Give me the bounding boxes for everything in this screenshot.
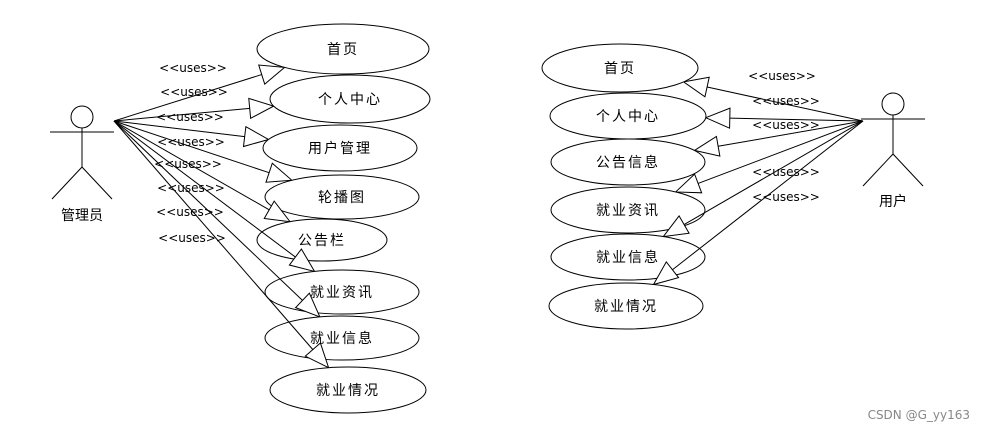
uses-stereotype-label: <<uses>> xyxy=(156,110,224,124)
admin-use-case-8: 就业情况 xyxy=(269,366,427,414)
uses-stereotype-label: <<uses>> xyxy=(748,69,816,83)
arrowhead-icon xyxy=(662,214,690,238)
arrowhead-icon xyxy=(674,173,703,194)
admin-association-1 xyxy=(113,64,286,122)
admin-actor-icon xyxy=(50,105,114,200)
arrowhead-icon xyxy=(693,135,721,157)
uses-stereotype-label: <<uses>> xyxy=(752,94,820,108)
admin-actor-label: 管理员 xyxy=(61,208,103,224)
user-use-case-1: 首页 xyxy=(541,43,699,93)
admin-association-3 xyxy=(113,120,270,148)
arrowhead-icon xyxy=(248,97,275,120)
admin-use-case-3: 用户管理 xyxy=(262,124,418,172)
user-association-1 xyxy=(682,76,864,122)
admin-use-case-2: 个人中心 xyxy=(269,74,431,124)
uses-stereotype-label: <<uses>> xyxy=(160,85,228,99)
use-case-label: 就业信息 xyxy=(596,249,660,266)
user-association-3 xyxy=(693,120,864,157)
admin-use-case-4: 轮播图 xyxy=(264,174,420,220)
user-association-5 xyxy=(662,120,864,238)
uses-stereotype-label: <<uses>> xyxy=(154,157,222,171)
use-case-label: 就业情况 xyxy=(594,299,658,315)
user-use-case-3: 公告信息 xyxy=(550,138,706,186)
user-actor-label: 用户 xyxy=(879,193,907,210)
use-case-label: 就业情况 xyxy=(316,383,380,399)
admin-use-case-6: 就业资讯 xyxy=(264,269,420,315)
use-case-label: 公告栏 xyxy=(298,233,346,249)
arrowhead-icon xyxy=(652,260,680,286)
arrowhead-icon xyxy=(682,76,710,98)
arrowhead-icon xyxy=(258,64,286,85)
use-case-label: 首页 xyxy=(327,42,359,58)
use-case-label: 个人中心 xyxy=(596,109,660,125)
user-use-case-4: 就业资讯 xyxy=(550,186,706,234)
user-use-case-2: 个人中心 xyxy=(549,92,707,140)
use-case-label: 就业资讯 xyxy=(310,285,374,301)
arrowhead-icon xyxy=(265,162,294,183)
user-association-6 xyxy=(652,120,864,286)
admin-association-2 xyxy=(113,97,275,122)
use-case-label: 就业资讯 xyxy=(596,203,660,219)
arrowhead-icon xyxy=(704,107,731,129)
uses-stereotype-label: <<uses>> xyxy=(156,205,224,219)
uses-stereotype-label: <<uses>> xyxy=(157,181,225,195)
uses-stereotype-label: <<uses>> xyxy=(752,165,820,179)
admin-association-6 xyxy=(113,120,316,273)
use-case-label: 就业信息 xyxy=(310,330,374,347)
arrowhead-icon xyxy=(304,342,330,369)
arrowhead-icon xyxy=(288,248,316,273)
admin-use-case-7: 就业信息 xyxy=(264,315,420,361)
use-case-label: 公告信息 xyxy=(596,154,660,171)
user-association-4 xyxy=(674,120,864,194)
arrowhead-icon xyxy=(294,292,321,318)
use-case-label: 首页 xyxy=(604,61,636,77)
admin-association-5 xyxy=(113,120,292,223)
user-use-case-5: 就业信息 xyxy=(550,233,706,281)
admin-association-7 xyxy=(113,120,321,318)
uses-stereotype-label: <<uses>> xyxy=(159,61,227,75)
admin-association-8 xyxy=(113,120,330,369)
watermark: CSDN @G_yy163 xyxy=(867,408,970,422)
admin-association-4 xyxy=(113,120,294,183)
use-case-label: 轮播图 xyxy=(318,190,366,206)
arrowhead-icon xyxy=(242,125,270,148)
user-actor-icon xyxy=(861,92,925,187)
user-association-2 xyxy=(704,107,864,129)
admin-use-case-5: 公告栏 xyxy=(256,218,388,262)
user-section: 用户 首页 <<uses>> 个人中心 <<uses>> 公告信息 <<uses>> 就业资讯… xyxy=(541,43,925,330)
uses-stereotype-label: <<uses>> xyxy=(752,190,820,204)
use-case-label: 用户管理 xyxy=(308,140,372,157)
uses-stereotype-label: <<uses>> xyxy=(158,231,226,245)
uses-stereotype-label: <<uses>> xyxy=(752,118,820,132)
uses-stereotype-label: <<uses>> xyxy=(157,135,225,149)
use-case-label: 个人中心 xyxy=(318,92,382,108)
user-use-case-6: 就业情况 xyxy=(548,282,704,330)
admin-section: 管理员 首页 <<uses>> 个人中心 <<uses>> 用户管理 <<uses>> 轮播图… xyxy=(50,23,431,414)
admin-use-case-1: 首页 xyxy=(256,23,430,75)
arrowhead-icon xyxy=(263,200,292,223)
